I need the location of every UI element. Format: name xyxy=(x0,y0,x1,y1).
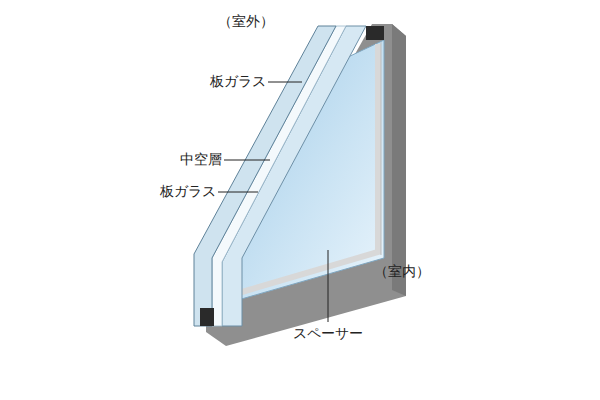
outer-pane-edge xyxy=(194,26,336,326)
side-label: （室外） xyxy=(218,14,274,31)
part-label: 板ガラス xyxy=(210,74,266,91)
frame-side xyxy=(392,24,406,296)
side-label: （室内） xyxy=(374,264,430,281)
part-label: 中空層 xyxy=(180,152,222,169)
spacer-block-bottom xyxy=(200,308,214,326)
spacer-block-top xyxy=(366,26,384,40)
leader-line xyxy=(268,82,302,83)
part-label: スペーサー xyxy=(293,326,363,343)
spacer-edge xyxy=(381,42,382,255)
hollow-layer-edge xyxy=(212,26,346,326)
leader-line xyxy=(328,250,329,322)
part-label: 板ガラス xyxy=(160,184,216,201)
leader-line xyxy=(224,160,270,161)
leader-line xyxy=(218,192,258,193)
